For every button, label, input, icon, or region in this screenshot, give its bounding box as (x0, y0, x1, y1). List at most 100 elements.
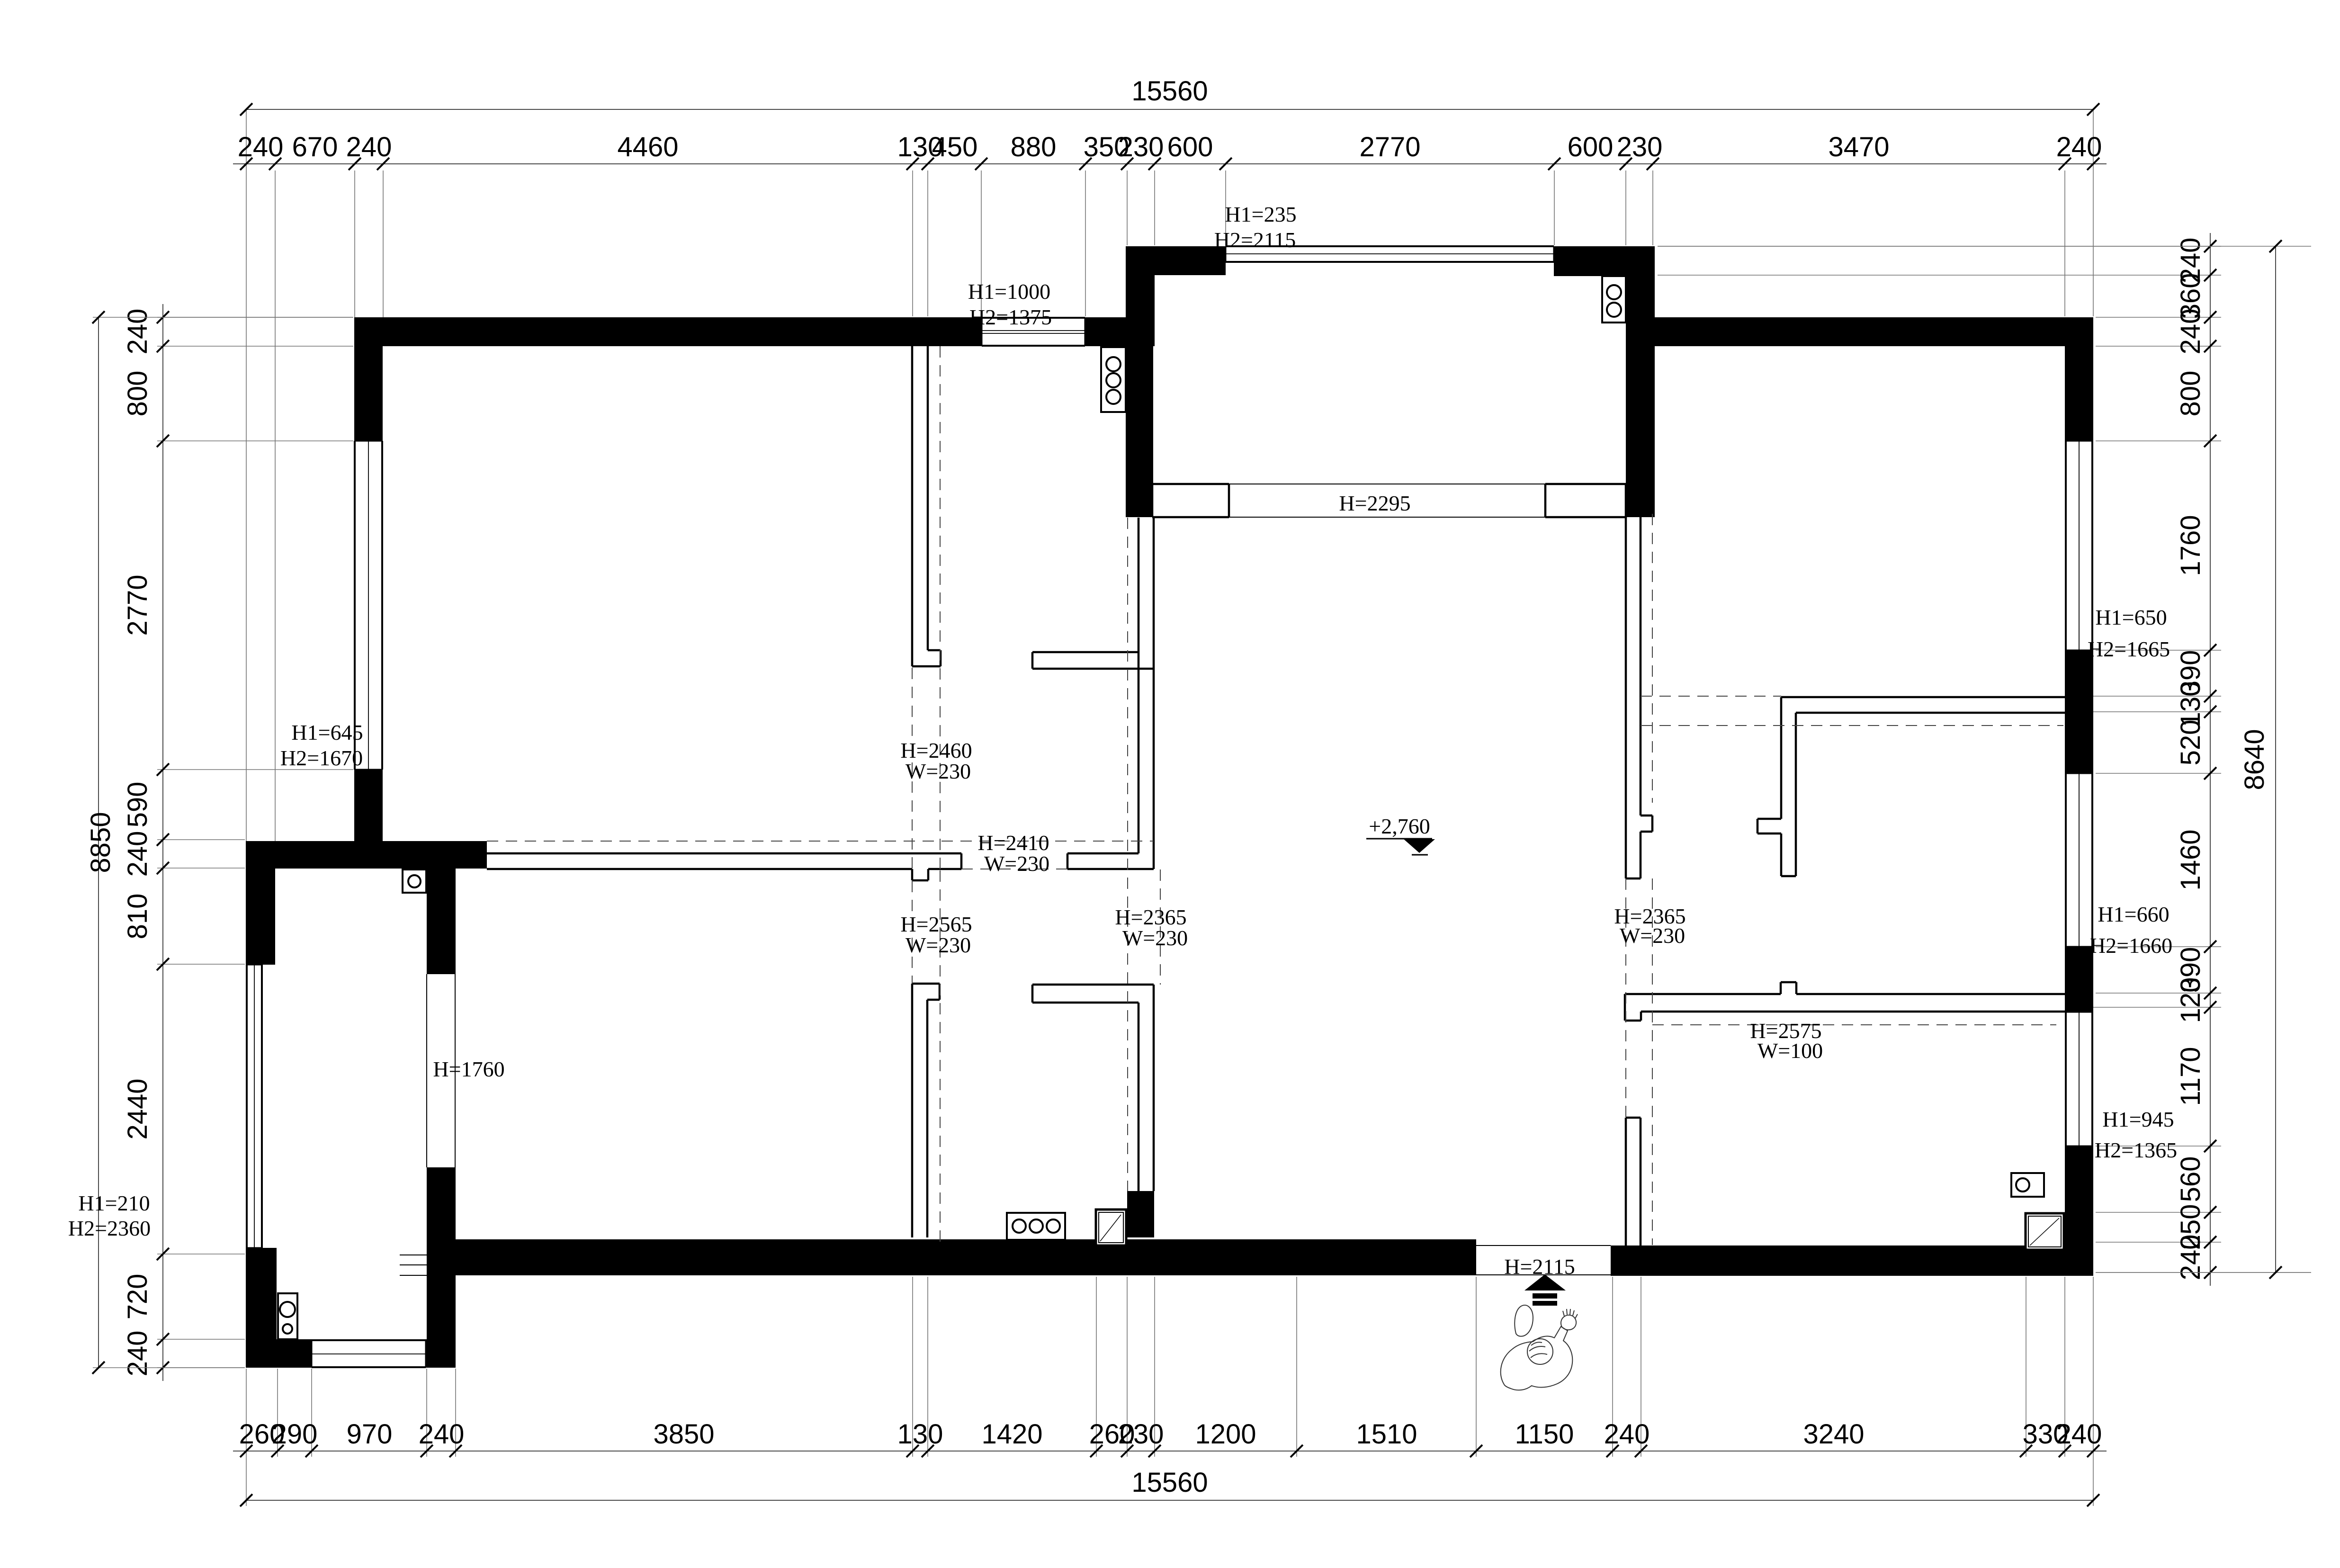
entrance-arrow-icon (1524, 1274, 1566, 1306)
riser-symbol-box (1006, 1212, 1066, 1241)
dim-tick (268, 157, 282, 171)
figure-path (1500, 1326, 1573, 1391)
dim-value: 240 (2175, 238, 2206, 284)
symbol-circle (1606, 284, 1622, 300)
dim-value: 720 (122, 1274, 153, 1320)
structural-wall (2065, 947, 2093, 1012)
dim-total: 15560 (1131, 76, 1208, 107)
annotation-text: H2=2360 (68, 1216, 151, 1240)
dim-tick (91, 310, 106, 324)
riser-symbol-box (1100, 346, 1127, 413)
dim-tick (2203, 434, 2217, 448)
annotation-text: H2=1375 (969, 305, 1052, 329)
dim-value: 240 (122, 831, 153, 877)
structural-wall (1126, 275, 1155, 346)
annotation-text: W=100 (1757, 1039, 1823, 1063)
symbol-diagonal (2029, 1218, 2060, 1246)
dim-value: 360 (2175, 273, 2206, 319)
annotation-text: W=230 (906, 759, 971, 783)
dim-value: 240 (2056, 1419, 2102, 1450)
dim-value: 2770 (1359, 132, 1420, 162)
dim-tick (1290, 1444, 1304, 1458)
arrow-bar (1533, 1293, 1557, 1299)
dim-tick (2203, 766, 2217, 780)
dim-value: 1170 (2175, 1047, 2206, 1106)
right-dimension-chain: 2403602408001760390130520146039012011705… (1658, 233, 2311, 1286)
dim-value: 560 (2175, 1156, 2206, 1202)
dim-value: 1510 (1356, 1419, 1417, 1450)
riser-symbol-box (2010, 1172, 2045, 1198)
figure-path (1560, 1314, 1577, 1331)
dim-value: 350 (1084, 132, 1130, 162)
dim-tick (1148, 157, 1162, 171)
structural-wall (1626, 276, 1655, 517)
dim-value: 230 (1617, 132, 1663, 162)
dim-value: 4460 (617, 132, 678, 162)
dim-tick (2203, 1205, 2217, 1219)
dim-value: 260 (239, 1419, 285, 1450)
dim-value: 3240 (1803, 1419, 1864, 1450)
annotation-text: H=1760 (433, 1057, 504, 1081)
person-figure (1500, 1305, 1578, 1391)
dim-tick (2086, 1493, 2100, 1507)
annotation-text: H2=1365 (2095, 1138, 2177, 1162)
dim-value: 670 (292, 132, 338, 162)
symbol-box (402, 869, 427, 894)
dim-value: 3470 (1828, 132, 1889, 162)
symbol-box (1006, 1212, 1066, 1241)
figure-path (1527, 1338, 1553, 1365)
riser-symbol-box (1601, 275, 1627, 323)
dim-value: 240 (238, 132, 284, 162)
level-triangle (1404, 839, 1435, 853)
annotation-text: H=2365 (1115, 905, 1186, 929)
riser-symbol-box (277, 1292, 298, 1340)
shaft-symbol-box (1094, 1208, 1128, 1247)
symbol-box-inner (2028, 1216, 2062, 1247)
window (246, 964, 263, 1249)
window-layer (246, 245, 2093, 1368)
wall-layer (246, 246, 2093, 1368)
window (2065, 1011, 2093, 1147)
dim-value: 450 (932, 132, 978, 162)
dim-tick (1634, 1444, 1648, 1458)
dim-value: 1150 (1515, 1419, 1574, 1450)
dim-tick (448, 1444, 463, 1458)
dim-value: 120 (2175, 977, 2206, 1023)
dim-tick (906, 157, 920, 171)
dim-value: 240 (2056, 132, 2102, 162)
dim-value: 2440 (122, 1078, 153, 1139)
dim-value: 230 (1118, 132, 1164, 162)
arrow-bar (1533, 1301, 1557, 1306)
symbol-circle (1046, 1219, 1061, 1234)
dim-value: 1200 (1195, 1419, 1256, 1450)
structural-wall (427, 1239, 1476, 1275)
dim-tick (2203, 310, 2217, 324)
symbol-layer: +2,760 (277, 275, 2065, 1391)
dim-value: 260 (1089, 1419, 1135, 1450)
dim-tick (2203, 1235, 2217, 1249)
structural-wall (1127, 1191, 1154, 1237)
symbol-circle (2015, 1177, 2030, 1192)
top-total-dimension: 15560 (239, 76, 2100, 116)
structural-wall (1655, 317, 2093, 346)
dim-tick (2086, 157, 2100, 171)
dim-value: 600 (1568, 132, 1614, 162)
window (311, 1339, 427, 1368)
annotation-text: H1=660 (2098, 902, 2169, 926)
dim-tick (156, 861, 170, 875)
dim-value: 970 (347, 1419, 393, 1450)
dim-tick (1078, 157, 1093, 171)
symbol-circle (1105, 356, 1121, 372)
dim-tick (156, 434, 170, 448)
dim-value: 1420 (981, 1419, 1042, 1450)
dim-total: 15560 (1131, 1467, 1208, 1498)
structural-wall (1085, 317, 1126, 346)
annotation-text: H=2295 (1339, 491, 1410, 515)
symbol-circle (1606, 302, 1622, 318)
annotation-text: H2=1665 (2088, 637, 2170, 661)
structural-wall (1554, 246, 1655, 276)
annotation-text: H1=945 (2102, 1107, 2174, 1131)
dim-value: 230 (1118, 1419, 1164, 1450)
structural-wall (2065, 650, 2093, 773)
